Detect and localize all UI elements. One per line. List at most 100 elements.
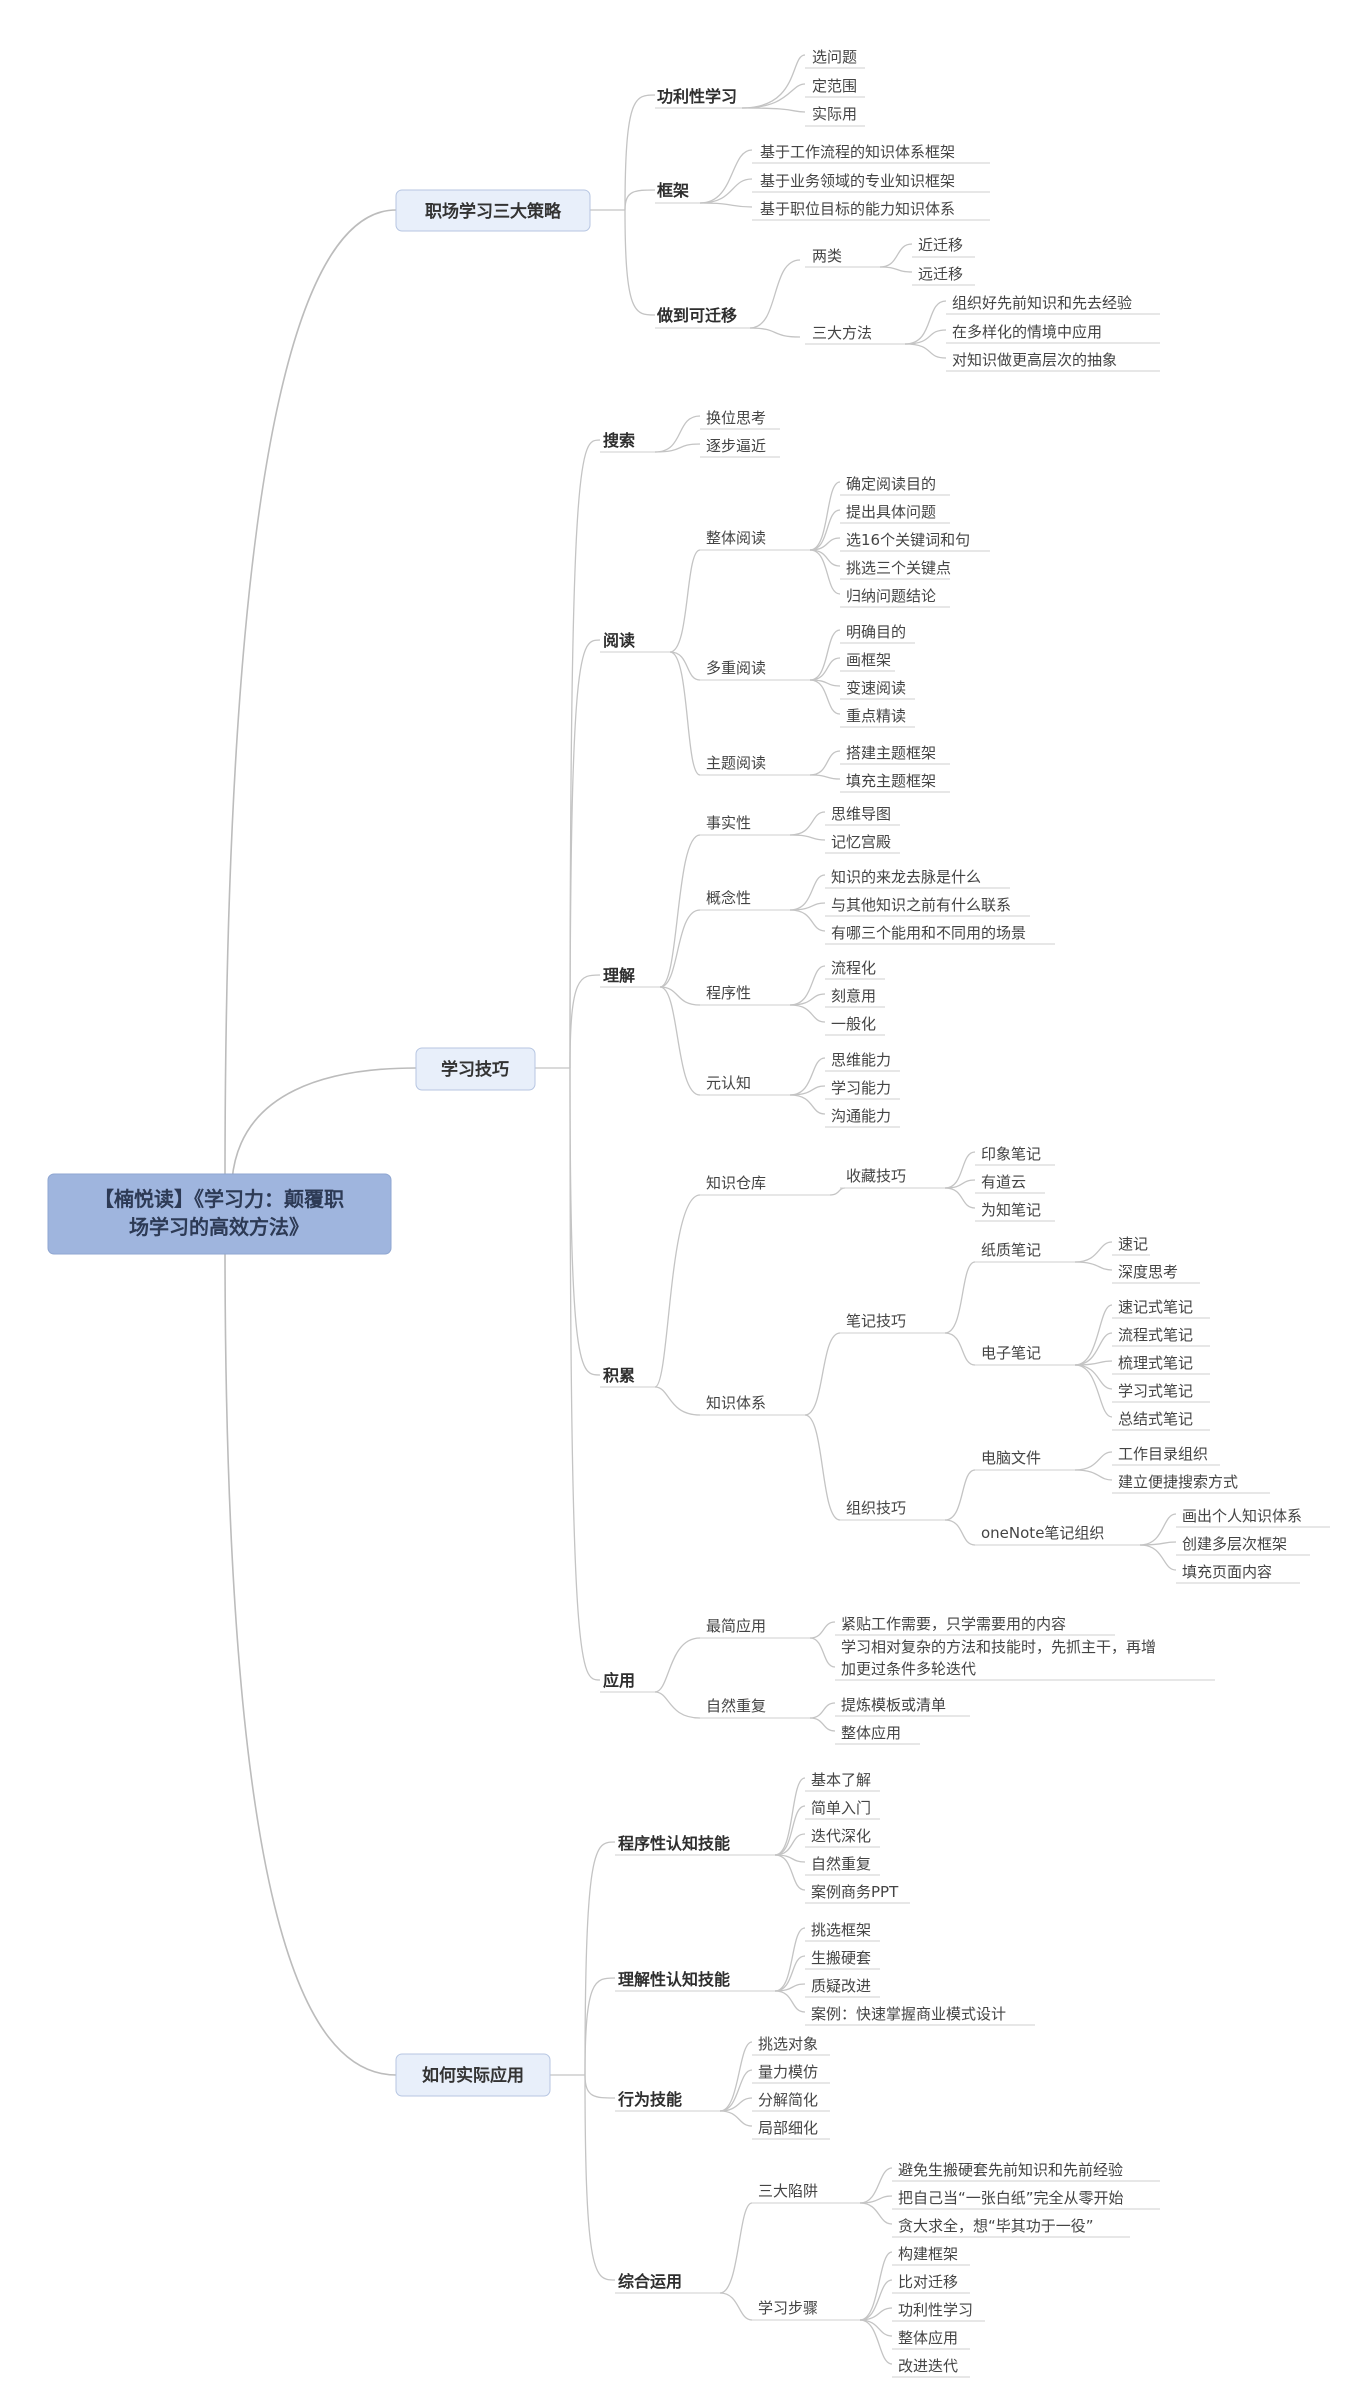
leaf: 基于职位目标的能力知识体系 [760,200,955,218]
leaf: 避免生搬硬套先前知识和先前经验 [898,2161,1123,2179]
leaf: 填充页面内容 [1182,1563,1272,1581]
leaf: 刻意用 [831,987,876,1005]
leaf: 远迁移 [918,265,963,283]
leaf: 构建框架 [898,2245,958,2263]
leaf: 实际用 [812,105,857,123]
leaf: 沟通能力 [831,1107,891,1125]
node: 做到可迁移 [656,306,737,325]
leaf: 挑选三个关键点 [846,559,951,577]
leaf: 学习相对复杂的方法和技能时，先抓主干，再增 [841,1638,1156,1656]
leaf: 整体应用 [841,1724,901,1742]
leaf: 工作目录组织 [1118,1445,1208,1463]
node: 三大陷阱 [758,2182,818,2200]
node: 多重阅读 [706,659,766,677]
node: 积累 [603,1366,635,1385]
branch-career-strategies: 职场学习三大策略 功利性学习 选问题 定范围 实际用 框架 基于工作流程的知识体… [395,48,1160,372]
leaf: 改进迭代 [898,2357,958,2375]
node: oneNote笔记组织 [981,1524,1104,1542]
node: 应用 [603,1671,635,1690]
leaf: 局部细化 [758,2119,818,2137]
node: 整体阅读 [706,529,766,547]
leaf: 速记式笔记 [1118,1298,1193,1316]
leaf: 定范围 [812,77,857,95]
leaf: 基于业务领域的专业知识框架 [760,172,955,190]
leaf: 流程式笔记 [1118,1326,1193,1344]
node: 阅读 [603,631,635,650]
leaf: 变速阅读 [846,679,906,697]
branch-title: 学习技巧 [441,1059,509,1080]
leaf: 简单入门 [811,1799,871,1817]
branch-learning-skills: 学习技巧 搜索 换位思考 逐步逼近 阅读 整体阅读 确定阅读目的 提出具体问题 … [415,409,1330,1745]
leaf: 搭建主题框架 [846,744,936,762]
leaf: 学习式笔记 [1118,1382,1193,1400]
branch-title: 如何实际应用 [422,2065,524,2086]
node: 功利性学习 [657,87,737,106]
root-node: 【楠悦读】《学习力：颠覆职 场学习的高效方法》 [47,1173,392,1255]
leaf: 记忆宫殿 [831,833,891,851]
node: 知识体系 [706,1394,766,1412]
leaf: 基本了解 [811,1771,871,1789]
node: 概念性 [706,889,751,907]
leaf: 紧贴工作需要，只学需要用的内容 [841,1615,1066,1633]
leaf: 量力模仿 [758,2063,818,2081]
node: 理解 [603,966,635,985]
leaf: 案例：快速掌握商业模式设计 [811,2005,1006,2023]
node: 框架 [657,181,689,200]
leaf: 学习能力 [831,1079,891,1097]
leaf: 逐步逼近 [706,437,766,455]
leaf: 组织好先前知识和先去经验 [952,294,1132,312]
leaf: 挑选框架 [811,1921,871,1939]
leaf: 明确目的 [846,623,906,641]
leaf: 建立便捷搜索方式 [1118,1473,1238,1491]
leaf: 选问题 [812,48,857,66]
leaf: 提出具体问题 [846,503,936,521]
leaf: 总结式笔记 [1118,1410,1193,1428]
leaf: 比对迁移 [898,2273,958,2291]
root-title-line1: 【楠悦读】《学习力：颠覆职 [94,1187,344,1211]
leaf: 重点精读 [846,707,906,725]
leaf: 画框架 [846,651,891,669]
leaf: 整体应用 [898,2329,958,2347]
branch-box [395,2053,551,2097]
leaf: 在多样化的情境中应用 [952,323,1102,341]
root-title-line2: 场学习的高效方法》 [129,1215,309,1239]
leaf: 基于工作流程的知识体系框架 [760,143,955,161]
branch-box [395,189,591,232]
leaf: 创建多层次框架 [1182,1535,1287,1553]
node: 行为技能 [617,2090,682,2109]
leaf: 归纳问题结论 [846,587,936,605]
node: 自然重复 [706,1697,766,1715]
leaf: 梳理式笔记 [1118,1354,1193,1372]
branch-practical-application: 如何实际应用 程序性认知技能 基本了解 简单入门 迭代深化 自然重复 案例商务P… [395,1771,1160,2378]
leaf: 贪大求全，想“毕其功于一役” [898,2217,1094,2235]
node: 电子笔记 [981,1344,1041,1362]
leaf: 思维能力 [831,1051,891,1069]
node: 元认知 [706,1074,751,1092]
node: 收藏技巧 [846,1167,906,1185]
leaf: 为知笔记 [981,1201,1041,1219]
leaf: 与其他知识之前有什么联系 [831,896,1011,914]
leaf: 选16个关键词和句 [846,531,970,549]
leaf: 自然重复 [811,1855,871,1873]
leaf: 印象笔记 [981,1145,1041,1163]
leaf: 思维导图 [831,805,891,823]
node: 主题阅读 [706,754,766,772]
node: 组织技巧 [846,1499,906,1517]
node: 理解性认知技能 [618,1970,730,1989]
leaf: 迭代深化 [811,1827,871,1845]
leaf: 一般化 [831,1015,876,1033]
root-connectors [224,209,417,2076]
node: 程序性 [706,984,751,1002]
leaf: 功利性学习 [898,2301,973,2319]
leaf: 速记 [1118,1235,1148,1253]
leaf: 画出个人知识体系 [1182,1507,1302,1525]
branch-title: 职场学习三大策略 [425,201,562,222]
node: 学习步骤 [758,2299,818,2317]
leaf: 有哪三个能用和不同用的场景 [831,924,1026,942]
node: 事实性 [706,814,751,832]
leaf: 确定阅读目的 [846,475,936,493]
node: 两类 [812,247,842,265]
leaf: 加更过条件多轮迭代 [841,1660,976,1678]
leaf: 深度思考 [1118,1263,1178,1281]
